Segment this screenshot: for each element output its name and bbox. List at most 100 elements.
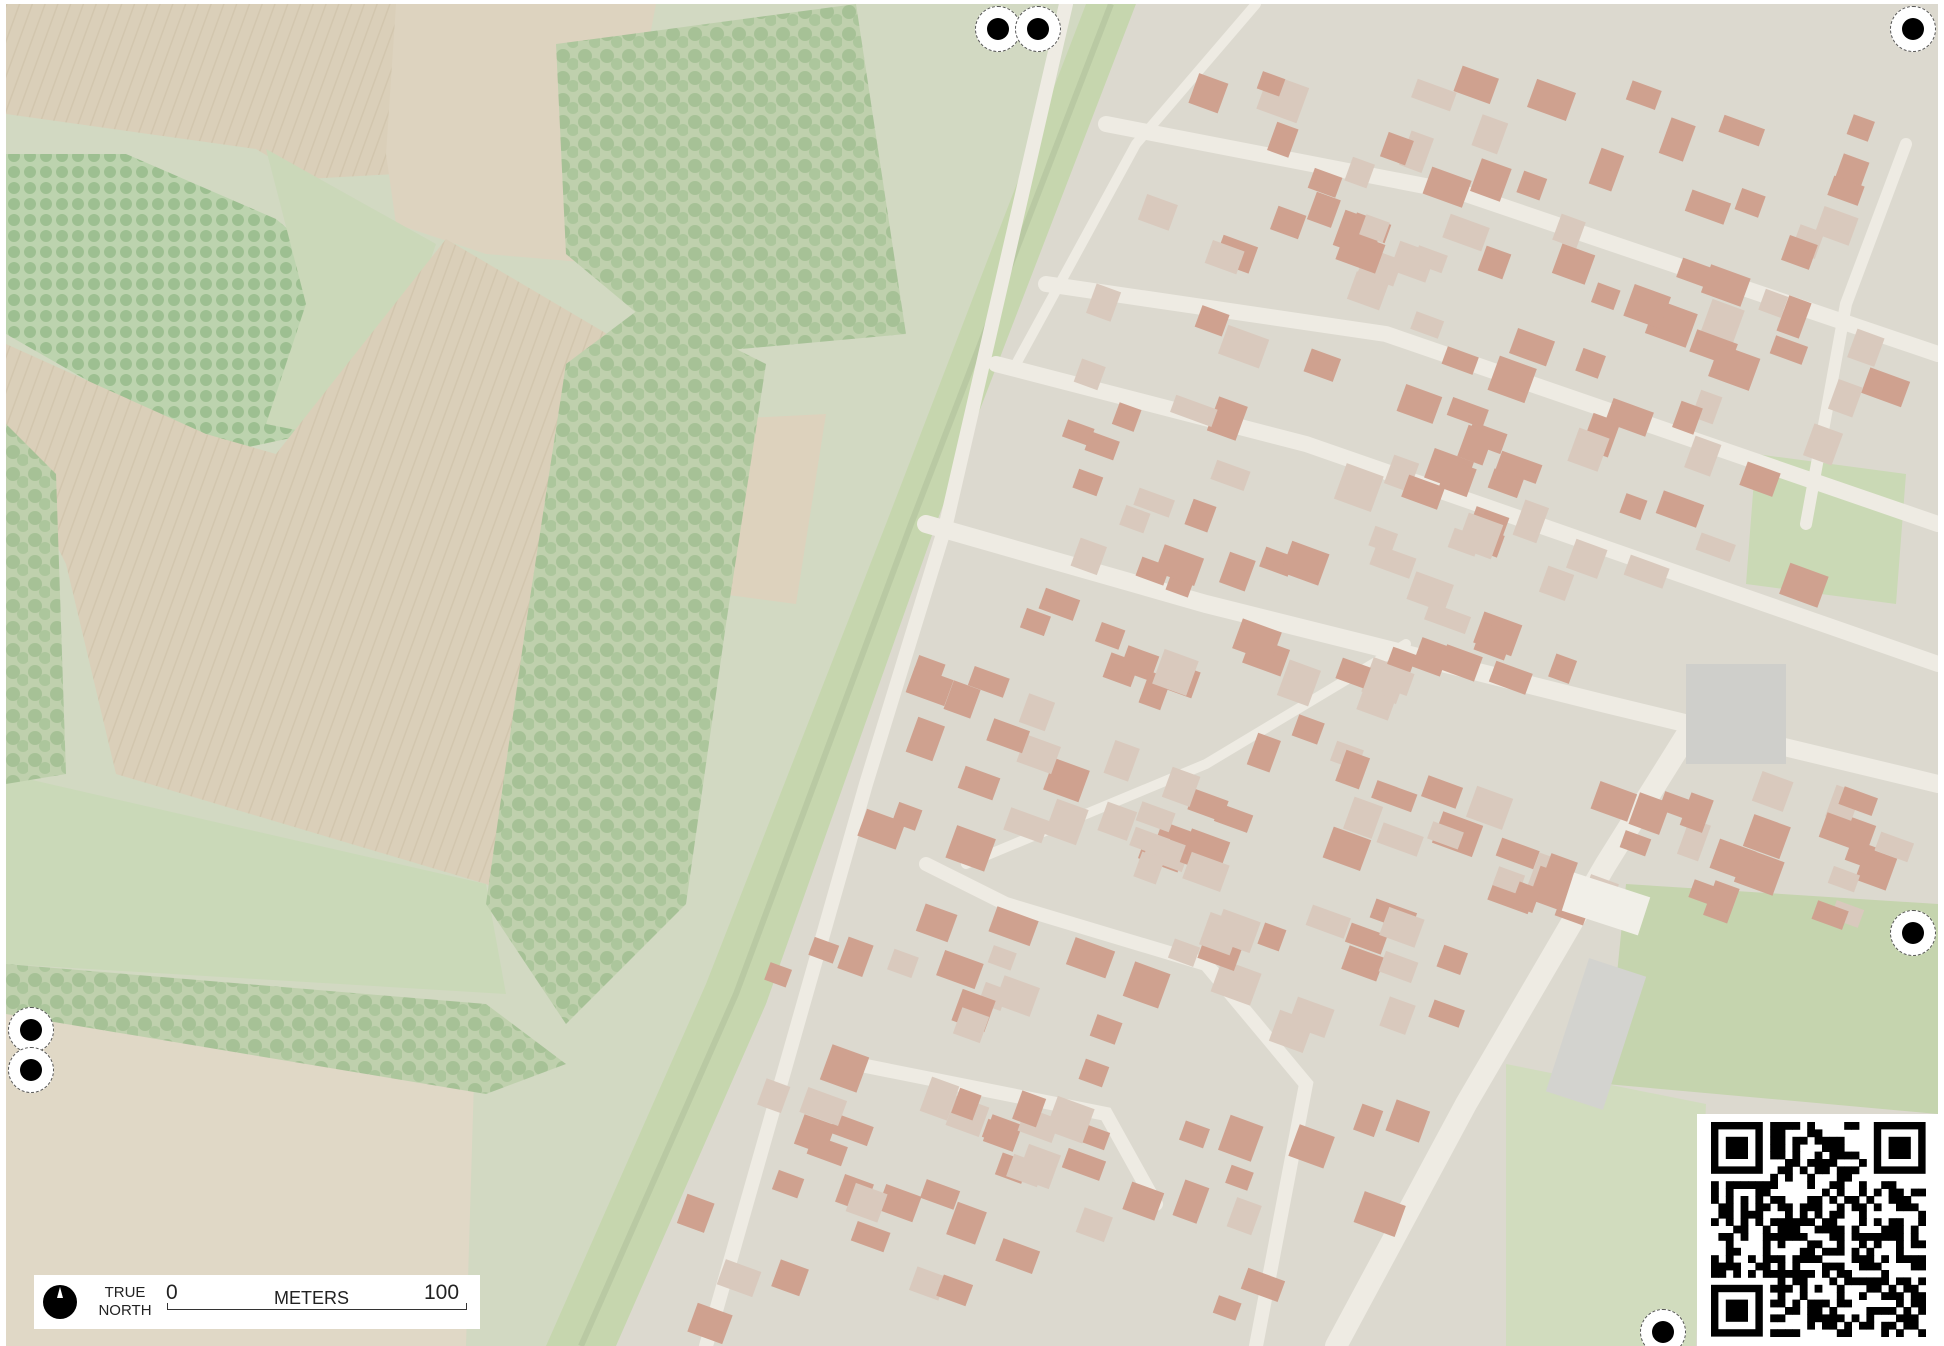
- building: [716, 1259, 762, 1298]
- building: [1438, 644, 1483, 682]
- building: [951, 1087, 982, 1121]
- building: [1742, 814, 1791, 860]
- building: [1119, 504, 1151, 534]
- building: [1827, 175, 1865, 206]
- building: [1086, 283, 1122, 322]
- building: [1122, 961, 1171, 1009]
- building: [1073, 358, 1106, 391]
- building: [1619, 493, 1648, 521]
- map-marker-icon[interactable]: [975, 6, 1021, 52]
- building: [1718, 114, 1766, 147]
- building: [919, 1076, 960, 1121]
- building: [1344, 922, 1388, 955]
- building: [1422, 166, 1472, 208]
- building: [946, 1201, 987, 1245]
- building: [1401, 474, 1446, 510]
- building: [1575, 347, 1606, 379]
- building: [1751, 770, 1794, 812]
- building: [1368, 525, 1399, 554]
- aerial-imagery[interactable]: [6, 4, 1938, 1346]
- building: [1012, 1090, 1047, 1128]
- building: [936, 1274, 974, 1307]
- building: [1343, 796, 1384, 839]
- map-marker-icon[interactable]: [1640, 1309, 1686, 1346]
- farm-field: [6, 4, 476, 179]
- building: [1198, 912, 1242, 956]
- building: [1379, 906, 1425, 948]
- map-marker-icon[interactable]: [8, 1007, 54, 1053]
- building: [1356, 688, 1396, 721]
- building: [1527, 78, 1577, 122]
- building: [1776, 295, 1812, 339]
- building: [943, 680, 981, 719]
- buildings: [676, 65, 1915, 1345]
- building: [1477, 245, 1512, 280]
- building: [1003, 807, 1050, 844]
- building: [845, 1182, 888, 1223]
- building: [1111, 402, 1142, 432]
- building: [1604, 397, 1654, 437]
- map-marker-icon[interactable]: [1015, 6, 1061, 52]
- map-marker-icon[interactable]: [1890, 910, 1936, 956]
- building: [1453, 65, 1499, 105]
- building: [1623, 554, 1670, 589]
- scale-bar: [167, 1303, 467, 1310]
- building: [957, 765, 1001, 801]
- north-label-line1: TRUE: [104, 1284, 146, 1301]
- building: [793, 1114, 836, 1155]
- building: [1061, 1147, 1107, 1181]
- building: [1353, 1191, 1406, 1237]
- building: [1625, 80, 1662, 110]
- building: [1406, 571, 1454, 613]
- building: [1688, 879, 1732, 911]
- building: [1133, 851, 1165, 885]
- building: [1695, 532, 1736, 563]
- building: [1861, 367, 1911, 408]
- building: [986, 718, 1031, 754]
- building: [1257, 922, 1287, 952]
- building: [995, 1238, 1041, 1274]
- true-north-icon: [43, 1285, 77, 1319]
- building: [945, 825, 996, 872]
- building: [1679, 792, 1714, 833]
- building: [1089, 1014, 1123, 1045]
- building: [1436, 944, 1468, 975]
- building: [837, 936, 874, 978]
- building: [1070, 537, 1108, 576]
- building: [1811, 900, 1849, 930]
- building: [1018, 693, 1056, 732]
- building: [1353, 1103, 1384, 1138]
- building: [1269, 205, 1307, 240]
- building: [1428, 999, 1465, 1028]
- building: [1359, 214, 1390, 243]
- building: [1739, 461, 1781, 497]
- building: [687, 1302, 733, 1345]
- map-marker-icon[interactable]: [8, 1047, 54, 1093]
- building: [1619, 830, 1652, 857]
- building: [1188, 73, 1229, 114]
- warehouse: [1686, 664, 1786, 764]
- building: [1078, 1058, 1110, 1088]
- building: [1172, 1179, 1210, 1224]
- building: [1217, 1114, 1264, 1162]
- building: [1170, 394, 1218, 427]
- building: [1346, 271, 1390, 311]
- building: [877, 1184, 922, 1223]
- building: [1212, 1295, 1242, 1321]
- building: [915, 903, 958, 943]
- qr-code[interactable]: [1697, 1114, 1938, 1346]
- building: [988, 906, 1039, 947]
- building: [1495, 450, 1543, 484]
- building: [1410, 311, 1445, 339]
- building: [1874, 831, 1915, 863]
- building: [1043, 758, 1090, 803]
- building: [1267, 121, 1299, 158]
- building: [1411, 78, 1457, 112]
- building: [1441, 346, 1479, 375]
- building: [905, 716, 945, 762]
- map-marker-icon[interactable]: [1890, 6, 1936, 52]
- building: [967, 666, 1010, 698]
- building: [1137, 194, 1178, 231]
- building: [1734, 188, 1766, 218]
- building: [1333, 463, 1384, 513]
